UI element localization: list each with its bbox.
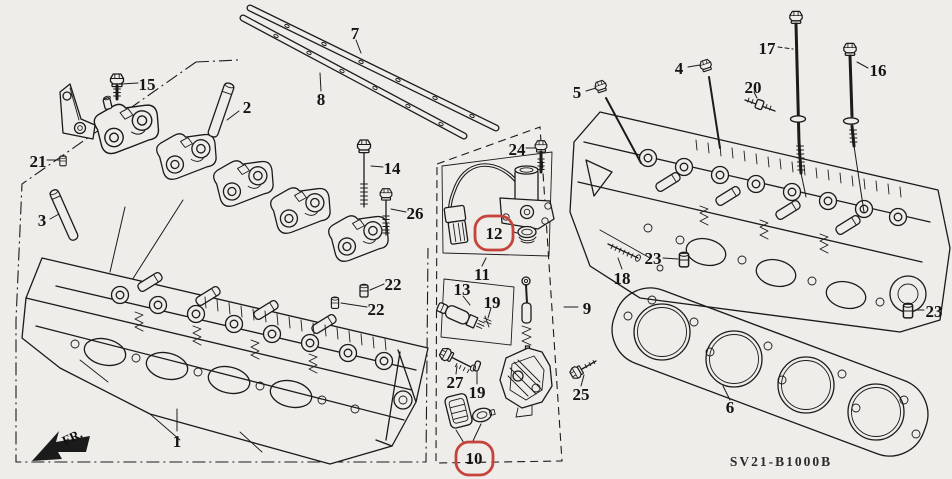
rocker-arm-assemblies xyxy=(59,83,394,311)
bolt-25 xyxy=(568,360,597,381)
solenoid-sub-box xyxy=(441,151,553,257)
callout-26[interactable]: 26 xyxy=(407,204,424,223)
callout-4[interactable]: 4 xyxy=(675,59,684,78)
spool-valve-body xyxy=(499,347,553,418)
callout-12[interactable]: 12 xyxy=(486,224,503,243)
callout-5[interactable]: 5 xyxy=(573,83,582,102)
head-gasket-6 xyxy=(611,287,929,457)
dowel-23a xyxy=(678,251,690,268)
dowel-21 xyxy=(59,155,67,167)
callout-7[interactable]: 7 xyxy=(351,24,360,43)
stud-20 xyxy=(744,97,776,112)
callout-23-left[interactable]: 23 xyxy=(645,249,662,268)
bolt-14 xyxy=(356,139,372,208)
stud-4 xyxy=(698,58,721,149)
callout-8[interactable]: 8 xyxy=(317,90,326,109)
highlight-ring-12 xyxy=(473,214,515,252)
valve-stem-assembly xyxy=(521,276,532,356)
callout-22b[interactable]: 22 xyxy=(368,300,385,319)
front-direction-marker: FR. xyxy=(32,426,90,461)
callout-16[interactable]: 16 xyxy=(870,61,887,80)
dowel-22a xyxy=(359,283,369,298)
callout-15[interactable]: 15 xyxy=(139,75,156,94)
solenoid-gasket-12 xyxy=(517,225,537,244)
valve-guide-2 xyxy=(207,82,235,138)
callout-19b[interactable]: 19 xyxy=(469,383,486,402)
solenoid-connector xyxy=(443,204,469,245)
valve-guide-3 xyxy=(49,189,79,241)
callout-23-right[interactable]: 23 xyxy=(926,302,943,321)
stud-5 xyxy=(593,79,642,164)
clip-19a xyxy=(483,315,492,328)
cylinder-head-1 xyxy=(21,257,429,465)
highlight-ring-10 xyxy=(454,440,495,477)
callout-24[interactable]: 24 xyxy=(509,140,527,159)
rail-rod-8 xyxy=(239,14,468,140)
bolt-16 xyxy=(842,42,865,213)
vtec-solenoid-assembly xyxy=(443,163,555,245)
callout-1[interactable]: 1 xyxy=(173,432,182,451)
bolt-24 xyxy=(534,140,548,174)
callout-9[interactable]: 9 xyxy=(583,299,592,318)
callout-19a[interactable]: 19 xyxy=(484,293,501,312)
rocker-bracket xyxy=(59,83,96,140)
callout-18[interactable]: 18 xyxy=(614,269,631,288)
group-9-border xyxy=(435,126,563,464)
strainer-cap-10 xyxy=(471,407,496,423)
callout-22a[interactable]: 22 xyxy=(385,275,402,294)
bolt-26 xyxy=(379,188,393,236)
callout-21[interactable]: 21 xyxy=(30,152,47,171)
callout-11[interactable]: 11 xyxy=(474,265,490,284)
leader-lines xyxy=(46,39,925,444)
callout-14[interactable]: 14 xyxy=(384,159,402,178)
callout-10[interactable]: 10 xyxy=(466,449,483,468)
callout-17[interactable]: 17 xyxy=(759,39,777,58)
oil-pressure-switch-13 xyxy=(436,302,485,329)
callout-6[interactable]: 6 xyxy=(726,398,735,417)
dowel-23b xyxy=(902,302,914,319)
bolt-17 xyxy=(789,10,807,198)
oil-strainer-10 xyxy=(444,393,473,429)
callout-20[interactable]: 20 xyxy=(745,78,762,97)
dowel-22b xyxy=(330,296,340,309)
callout-13[interactable]: 13 xyxy=(454,280,471,299)
callout-27[interactable]: 27 xyxy=(447,373,465,392)
diagram-code: SV21-B1000B xyxy=(730,454,832,469)
fr-arrow-icon xyxy=(32,431,90,461)
bolt-15 xyxy=(109,73,125,101)
left-assembly-border xyxy=(15,59,429,463)
callout-2[interactable]: 2 xyxy=(243,98,252,117)
callout-3[interactable]: 3 xyxy=(38,211,47,230)
cylinder-head-rear xyxy=(569,111,951,333)
callout-25[interactable]: 25 xyxy=(573,385,590,404)
sensor-sub-box xyxy=(440,278,515,346)
stud-18 xyxy=(607,243,641,262)
rail-rod-7 xyxy=(246,4,500,132)
bolt-27 xyxy=(437,345,477,374)
